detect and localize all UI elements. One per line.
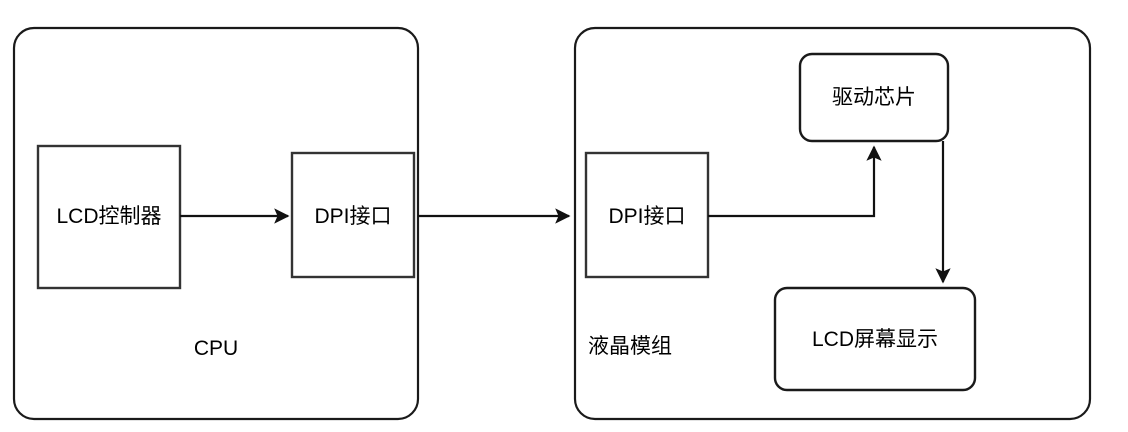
- container-label-lcd-module: 液晶模组: [588, 335, 672, 358]
- node-label-driver-chip: 驱动芯片: [832, 86, 916, 109]
- container-cpu-shape: [12, 26, 420, 421]
- connector-dpi-module-to-driver-chip: [708, 145, 882, 218]
- node-label-dpi-interface-cpu: DPI接口: [314, 205, 392, 228]
- node-label-lcd-controller: LCD控制器: [56, 205, 162, 228]
- node-lcd-controller-shape[interactable]: [36, 144, 182, 290]
- node-lcd-screen-shape[interactable]: [773, 286, 977, 392]
- node-label-lcd-screen: LCD屏幕显示: [811, 328, 938, 351]
- node-label-dpi-interface-module: DPI接口: [608, 205, 686, 228]
- container-label-cpu: CPU: [193, 337, 239, 360]
- node-dpi-interface-cpu-shape[interactable]: [290, 151, 416, 279]
- node-driver-chip-shape[interactable]: [798, 52, 950, 143]
